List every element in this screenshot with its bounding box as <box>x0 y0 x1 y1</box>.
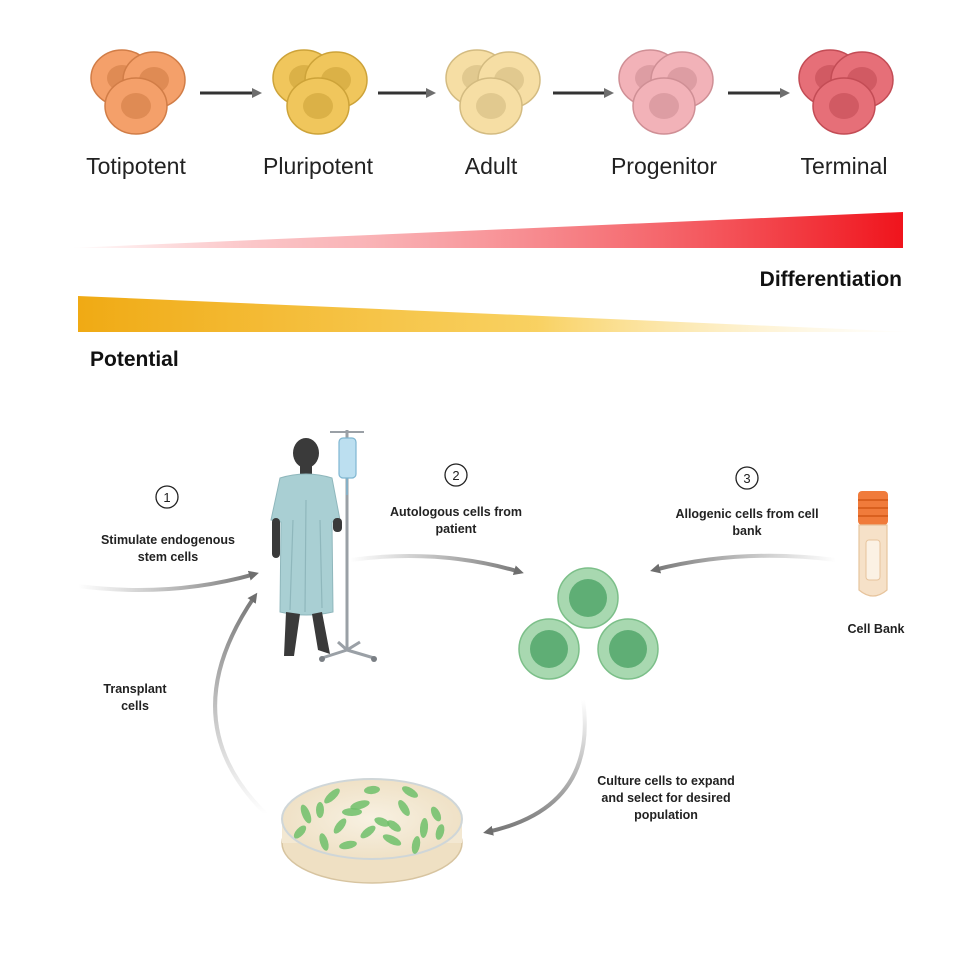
culture-label: Culture cells to expand and select for d… <box>597 774 735 822</box>
potential-gradient-bar <box>78 296 912 332</box>
cultured-cell <box>316 802 324 818</box>
transplant-text-line2: cells <box>121 699 149 713</box>
stage-labels: Totipotent Pluripotent Adult Progenitor … <box>86 153 887 179</box>
cultured-cell <box>333 818 347 834</box>
potential-label: Potential <box>90 348 179 371</box>
step-3-circle <box>735 466 759 490</box>
stage-label-progenitor: Progenitor <box>611 153 717 179</box>
dish-cells <box>293 785 445 854</box>
stage-cell-nucleus <box>649 93 679 119</box>
differentiation-gradient-bar <box>70 212 903 248</box>
cultured-cell <box>360 825 376 839</box>
arrow-dish-to-patient <box>213 592 268 816</box>
cultured-cell <box>342 807 362 817</box>
cultured-cell <box>319 833 329 851</box>
cultured-cell <box>435 824 445 840</box>
step-3-text-line2: bank <box>732 524 761 538</box>
stage-cell-nucleus <box>303 93 333 119</box>
cultured-cell <box>411 836 421 854</box>
patient-right-arm <box>333 518 342 532</box>
stage-label-pluripotent: Pluripotent <box>263 153 374 179</box>
transplant-text-line1: Transplant <box>103 682 167 696</box>
stem-cell-nucleus-2 <box>530 630 568 668</box>
step-2-text-line2: patient <box>436 522 478 536</box>
step-3-number: 3 <box>743 471 750 486</box>
stage-label-totipotent: Totipotent <box>86 153 186 179</box>
stage-cell-nucleus <box>121 93 151 119</box>
cultured-cell <box>382 834 402 846</box>
patient-legs <box>284 612 330 656</box>
cultured-cell <box>364 785 380 795</box>
cultured-cell <box>419 818 429 838</box>
stage-label-adult: Adult <box>465 153 518 179</box>
stem-cell-nucleus-3 <box>609 630 647 668</box>
stage-cluster-adult <box>445 49 541 135</box>
stem-cell-nucleus-1 <box>569 579 607 617</box>
cultured-cell <box>398 800 410 816</box>
stem-cell-cluster <box>518 567 659 680</box>
cultured-cell <box>387 820 401 832</box>
step-1-text-line1: Stimulate endogenous <box>101 533 235 547</box>
step-2-autologous: 2 Autologous cells from patient <box>390 463 522 536</box>
tube-label <box>865 539 881 581</box>
step-2-text-line1: Autologous cells from <box>390 505 522 519</box>
patient-figure <box>270 438 342 656</box>
patient-left-arm <box>272 518 280 558</box>
cultured-cell <box>339 840 357 850</box>
step-1-stimulate: 1 Stimulate endogenous stem cells <box>101 485 235 564</box>
patient-head <box>293 438 319 468</box>
arrow-patient-to-cells <box>349 554 524 576</box>
differentiation-label: Differentiation <box>760 268 902 291</box>
iv-pole <box>319 430 377 662</box>
culture-text-line2: and select for desired <box>601 791 730 805</box>
iv-bag <box>338 437 357 479</box>
cell-bank-label: Cell Bank <box>848 622 905 636</box>
cell-bank-tube: Cell Bank <box>848 491 905 636</box>
transplant-label: Transplant cells <box>103 682 167 713</box>
stage-cluster-totipotent <box>90 49 186 135</box>
step-1-circle <box>155 485 179 509</box>
iv-wheel-1 <box>319 656 325 662</box>
stage-cell-nucleus <box>829 93 859 119</box>
stage-cluster-pluripotent <box>272 49 368 135</box>
gown-folds <box>289 499 323 613</box>
tube-cap-ridges <box>858 499 888 517</box>
petri-dish <box>281 778 463 884</box>
cultured-cell <box>402 786 418 798</box>
step-3-allogenic: 3 Allogenic cells from cell bank <box>675 466 819 538</box>
stage-label-terminal: Terminal <box>801 153 888 179</box>
culture-text-line3: population <box>634 808 698 822</box>
arrow-cells-to-dish <box>483 699 587 836</box>
arrow-bank-to-cells <box>650 553 837 574</box>
patient-neck <box>300 465 312 475</box>
step-1-text-line2: stem cells <box>138 550 199 564</box>
iv-wheel-2 <box>371 656 377 662</box>
culture-text-line1: Culture cells to expand <box>597 774 735 788</box>
stage-cluster-progenitor <box>618 49 714 135</box>
step-2-circle <box>444 463 468 487</box>
step-1-number: 1 <box>163 490 170 505</box>
cultured-cell <box>430 806 442 822</box>
stage-cell-nucleus <box>476 93 506 119</box>
cultured-cell <box>324 788 340 804</box>
step-2-number: 2 <box>452 468 459 483</box>
cultured-cell <box>350 800 370 810</box>
stage-cluster-terminal <box>798 49 894 135</box>
cultured-cell <box>300 804 312 824</box>
cultured-cell <box>374 817 390 827</box>
step-3-text-line1: Allogenic cells from cell <box>675 507 818 521</box>
iv-pole-base <box>321 640 375 660</box>
arrow-stimulate-to-patient <box>77 570 259 592</box>
stage-clusters <box>90 49 894 135</box>
cultured-cell <box>293 825 307 839</box>
